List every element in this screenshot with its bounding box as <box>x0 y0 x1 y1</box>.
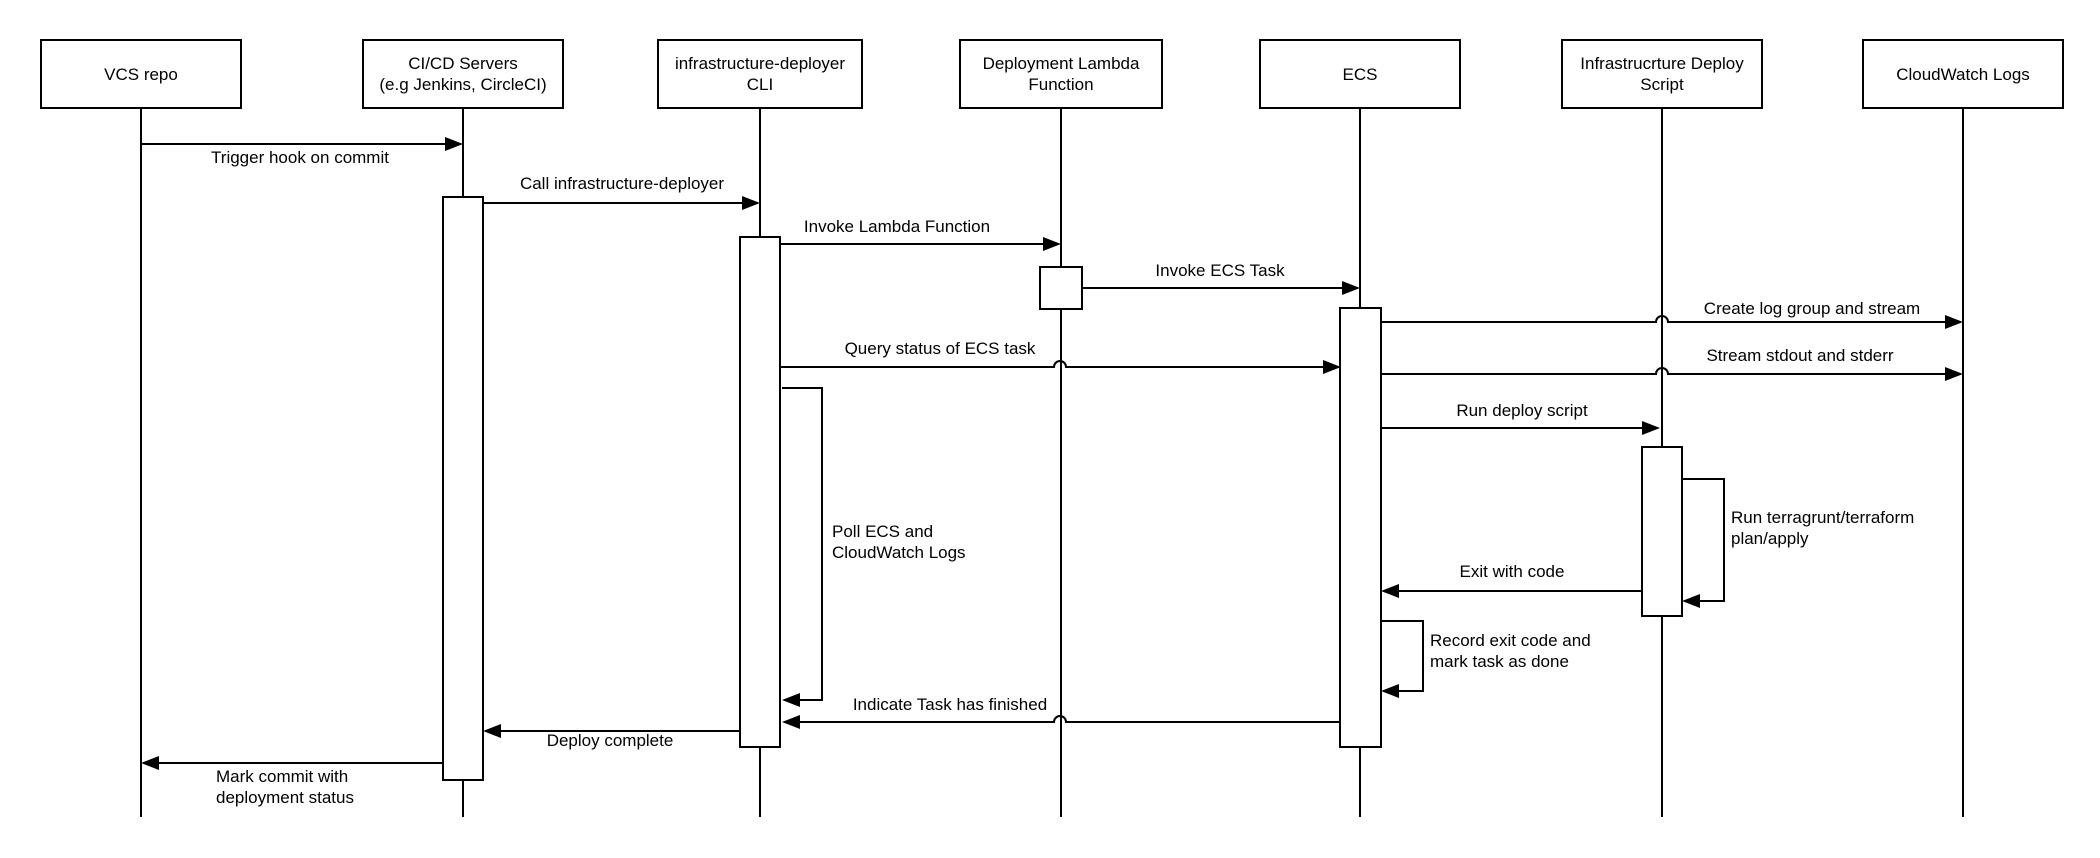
actor-boxes <box>40 39 2064 109</box>
message-run-deploy-script-arrowhead <box>1642 421 1660 435</box>
message-call-infrastructure-deployer-arrowhead <box>742 196 760 210</box>
message-run-terragrunt-arrowhead <box>1682 594 1700 608</box>
message-exit-with-code-arrowhead <box>1381 584 1399 598</box>
actor-label-infrastructure-deployer-cli: infrastructure-deployer CLI <box>674 54 846 94</box>
message-label-invoke-ecs-task: Invoke ECS Task <box>1155 261 1285 280</box>
actor-box-infrastructure-deploy-script <box>1561 39 1763 109</box>
message-stream-stdout-arrowhead <box>1945 367 1963 381</box>
actor-box-infrastructure-deployer-cli <box>657 39 863 109</box>
activation-cicd-servers <box>442 196 484 781</box>
message-run-terragrunt-self-bracket <box>1682 478 1725 602</box>
message-trigger-hook-arrowhead <box>445 137 463 151</box>
actor-box-ecs <box>1259 39 1461 109</box>
message-label-create-log-group: Create log group and stream <box>1703 299 1921 318</box>
actor-box-cloudwatch-logs <box>1862 39 2064 109</box>
actor-label-deployment-lambda: Deployment Lambda Function <box>982 54 1140 94</box>
message-label-poll-ecs: Poll ECS and CloudWatch Logs <box>832 522 966 562</box>
lifelines <box>140 108 1964 817</box>
message-create-log-group-arrowhead <box>1945 315 1963 329</box>
message-label-deploy-complete: Deploy complete <box>546 731 674 750</box>
message-query-status-arrowhead <box>1323 360 1341 374</box>
message-label-call-infrastructure-deployer: Call infrastructure-deployer <box>519 174 725 193</box>
message-label-record-exit-code: Record exit code and mark task as done <box>1430 631 1591 671</box>
message-label-exit-with-code: Exit with code <box>1459 562 1565 581</box>
message-deploy-complete-arrowhead <box>483 724 501 738</box>
actor-label-ecs: ECS <box>1342 64 1378 84</box>
message-indicate-task-finished-line <box>800 715 1340 723</box>
message-label-trigger-hook: Trigger hook on commit <box>211 148 389 167</box>
message-create-log-group-line <box>1382 315 1945 323</box>
activation-infrastructure-deploy-script <box>1641 446 1683 617</box>
message-query-status-line <box>780 360 1323 368</box>
message-label-mark-commit: Mark commit with deployment status <box>216 767 354 807</box>
actor-label-cloudwatch-logs: CloudWatch Logs <box>1896 64 2030 84</box>
message-invoke-lambda-arrowhead <box>1043 237 1061 251</box>
activation-bars <box>442 196 1683 781</box>
activation-ecs <box>1339 307 1382 748</box>
actor-label-cicd-servers: CI/CD Servers (e.g Jenkins, CircleCI) <box>379 54 547 94</box>
message-label-run-terragrunt: Run terragrunt/terraform plan/apply <box>1731 508 1915 548</box>
message-record-exit-code-arrowhead <box>1381 684 1399 698</box>
actor-box-vcs-repo <box>40 39 242 109</box>
message-invoke-ecs-task-arrowhead <box>1342 281 1360 295</box>
message-indicate-task-finished-arrowhead <box>782 715 800 729</box>
activation-deployment-lambda <box>1039 266 1083 310</box>
message-poll-ecs-arrowhead <box>782 693 800 707</box>
message-mark-commit-arrowhead <box>141 756 159 770</box>
message-label-indicate-task-finished: Indicate Task has finished <box>852 695 1048 714</box>
message-record-exit-code-self-bracket <box>1381 620 1424 692</box>
message-arrows <box>141 137 1963 770</box>
message-poll-ecs-self-bracket <box>782 387 823 701</box>
activation-infrastructure-deployer-cli <box>739 236 781 748</box>
message-stream-stdout-line <box>1382 367 1945 375</box>
actor-box-cicd-servers <box>362 39 564 109</box>
message-label-query-status: Query status of ECS task <box>844 339 1036 358</box>
actor-label-vcs-repo: VCS repo <box>104 64 178 84</box>
message-label-stream-stdout: Stream stdout and stderr <box>1706 346 1894 365</box>
message-label-run-deploy-script: Run deploy script <box>1456 401 1588 420</box>
message-label-invoke-lambda: Invoke Lambda Function <box>803 217 991 236</box>
actor-label-infrastructure-deploy-script: Infrastrucrture Deploy Script <box>1580 54 1744 94</box>
actor-box-deployment-lambda <box>959 39 1163 109</box>
